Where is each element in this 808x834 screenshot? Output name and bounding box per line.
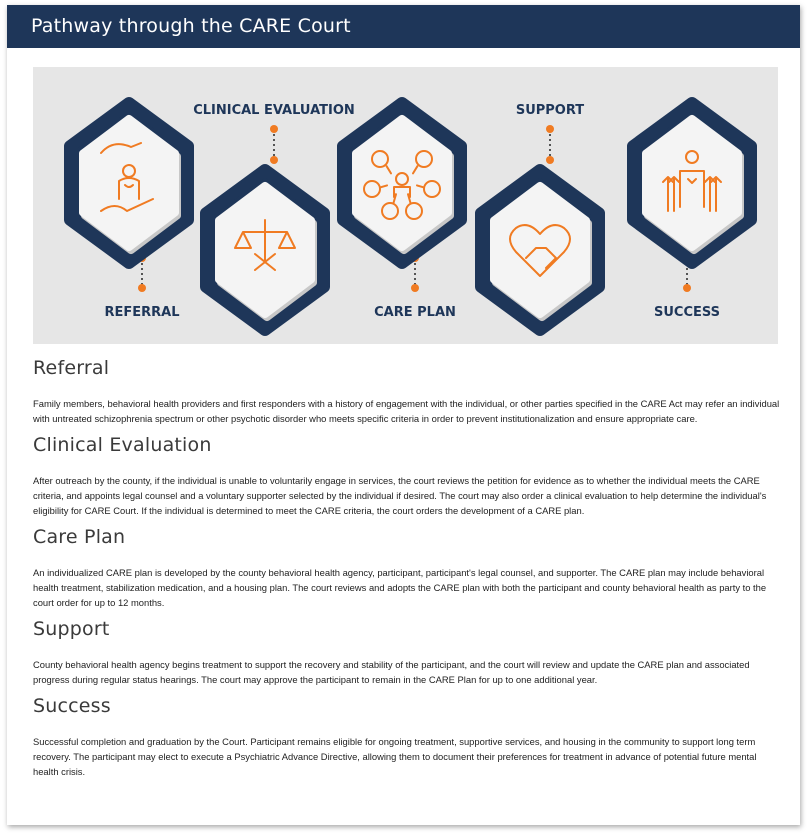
connector-dot <box>270 156 278 164</box>
section-body: Family members, behavioral health provid… <box>33 398 780 424</box>
care-court-card: Pathway through the CARE Court REFERRAL … <box>7 5 800 825</box>
rising-person-icon <box>662 150 722 212</box>
section-clinical-evaluation: Clinical Evaluation After outreach by th… <box>33 434 781 518</box>
step-label-referral: REFERRAL <box>104 305 179 320</box>
section-title: Care Plan <box>33 526 126 548</box>
sections: Referral Family members, behavioral heal… <box>33 357 781 787</box>
step-hexagon <box>475 164 605 336</box>
section-body: County behavioral health agency begins t… <box>33 659 750 685</box>
section-title: Support <box>33 618 110 640</box>
connector-dot <box>411 284 419 292</box>
step-label-care-plan: CARE PLAN <box>374 305 456 320</box>
section-body: After outreach by the county, if the ind… <box>33 475 767 516</box>
step-label-success: SUCCESS <box>654 305 720 320</box>
hexagon-face <box>352 115 452 251</box>
section-body: Successful completion and graduation by … <box>33 736 757 777</box>
step-hexagon <box>200 164 330 336</box>
section-success: Success Successful completion and gradua… <box>33 695 781 779</box>
pathway-infographic: REFERRAL CLINICAL EVALUATION CARE PLAN S… <box>33 67 778 344</box>
step-label-support: SUPPORT <box>516 103 584 118</box>
section-title: Clinical Evaluation <box>33 434 212 456</box>
step-label-clinical-evaluation: CLINICAL EVALUATION <box>193 103 355 118</box>
step-hexagon <box>337 97 467 269</box>
section-body: An individualized CARE plan is developed… <box>33 567 767 608</box>
step-hexagon <box>64 97 194 269</box>
step-hexagon <box>627 97 757 269</box>
hexagon-face <box>490 182 590 318</box>
care-network-icon <box>363 150 441 220</box>
justice-scale-handshake-icon <box>234 219 296 271</box>
section-support: Support County behavioral health agency … <box>33 618 781 687</box>
hexagon-face <box>79 115 179 251</box>
connector-dot <box>683 284 691 292</box>
section-title: Success <box>33 695 111 717</box>
heart-handshake-icon <box>509 224 571 277</box>
connector-dot <box>138 284 146 292</box>
section-care-plan: Care Plan An individualized CARE plan is… <box>33 526 781 610</box>
connector-dot <box>546 125 554 133</box>
section-title: Referral <box>33 357 110 379</box>
connector-dot <box>270 125 278 133</box>
caring-hands-icon <box>100 142 154 212</box>
connector-dot <box>546 156 554 164</box>
section-referral: Referral Family members, behavioral heal… <box>33 357 781 426</box>
page-title: Pathway through the CARE Court <box>7 5 800 48</box>
